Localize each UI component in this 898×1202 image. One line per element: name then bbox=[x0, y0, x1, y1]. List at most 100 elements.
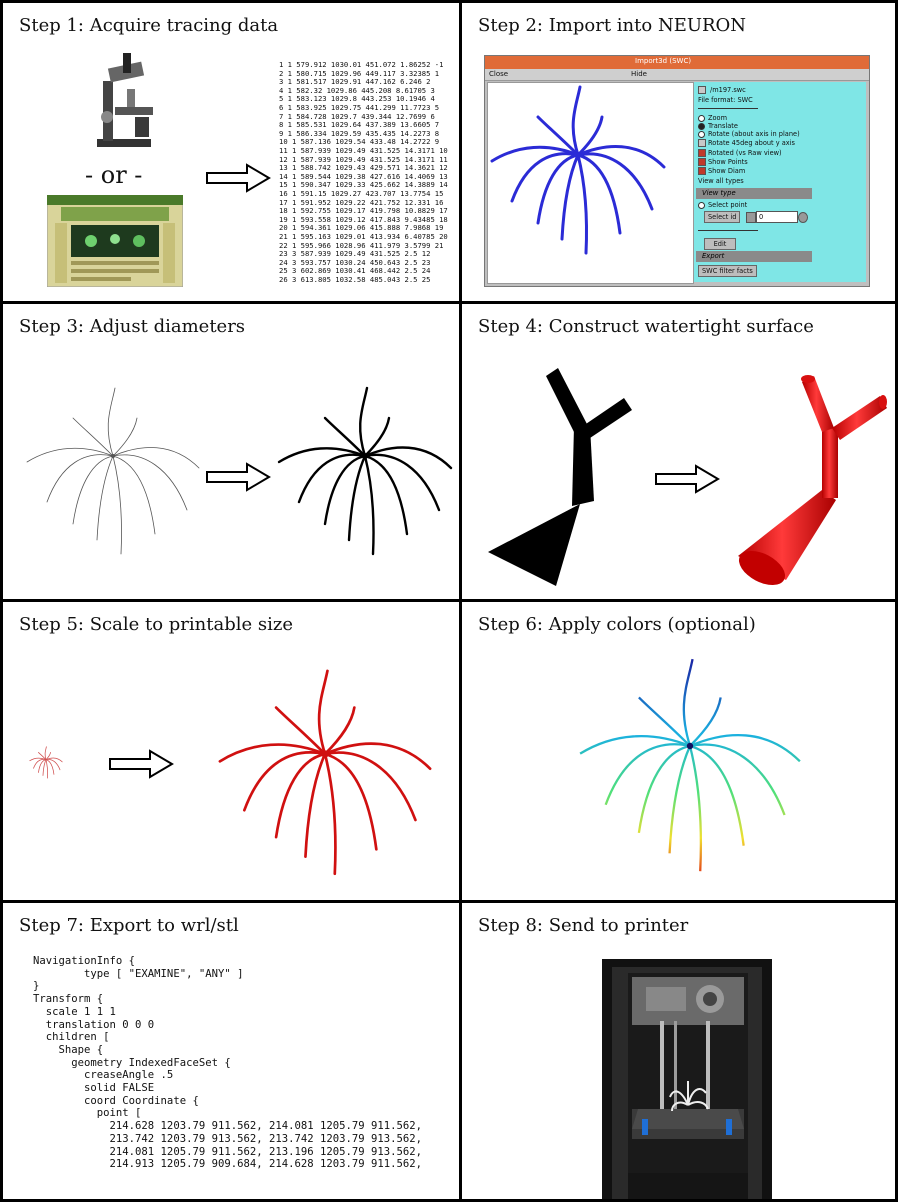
rotated-checkbox[interactable] bbox=[698, 149, 706, 157]
dendrite-branch bbox=[576, 152, 654, 211]
arrow-icon bbox=[206, 462, 271, 492]
dendrite-branch bbox=[72, 455, 114, 525]
view-all-types[interactable]: View all types bbox=[698, 177, 744, 185]
stepper-button[interactable] bbox=[746, 212, 756, 223]
swc-line: 20 1 594.361 1029.06 415.888 7.9868 19 bbox=[279, 223, 444, 233]
rotate-plane-label: Rotate (about axis in plane) bbox=[708, 130, 800, 138]
neuron-view-canvas[interactable] bbox=[487, 82, 694, 284]
id-stepper-icon[interactable] bbox=[798, 212, 808, 223]
dendrite-branch bbox=[297, 453, 367, 504]
dendrite-branch bbox=[323, 454, 367, 526]
dendrite-branch bbox=[323, 752, 378, 851]
dendrite-branch bbox=[42, 759, 47, 776]
code-line: 213.742 1203.79 913.562, 213.742 1203.79… bbox=[33, 1132, 423, 1145]
select-id-button[interactable]: Select id bbox=[704, 211, 741, 223]
file-name: /m197.swc bbox=[710, 86, 746, 94]
dendrite-branch bbox=[637, 744, 691, 834]
swc-line: 23 3 587.939 1029.49 431.525 2.5 12 bbox=[279, 249, 431, 259]
swc-line: 3 1 581.517 1029.91 447.162 6.246 2 bbox=[279, 77, 431, 87]
dendrite-branch bbox=[33, 758, 47, 769]
dendrite-branch bbox=[112, 417, 138, 457]
3d-printer-photo bbox=[602, 959, 772, 1199]
code-line: creaseAngle .5 bbox=[33, 1069, 174, 1082]
swc-line: 8 1 585.531 1029.64 437.389 13.6605 7 bbox=[279, 120, 440, 130]
dendrite-branch bbox=[363, 453, 441, 512]
panel-step-2: Step 2: Import into NEURON Import3d (SWC… bbox=[459, 0, 898, 304]
dendrite-branch bbox=[510, 152, 580, 203]
dendrite-branch bbox=[112, 454, 188, 511]
rotate-plane-radio[interactable] bbox=[698, 131, 705, 138]
menu-hide[interactable]: Hide bbox=[631, 70, 647, 78]
dendrite-branch bbox=[363, 454, 375, 556]
panel-step-6: Step 6: Apply colors (optional) bbox=[459, 599, 898, 903]
dendrite-branch bbox=[38, 752, 47, 760]
dendrite-branch bbox=[274, 706, 327, 756]
code-line: type [ "EXAMINE", "ANY" ] bbox=[33, 967, 244, 980]
menu-close[interactable]: Close bbox=[489, 70, 509, 78]
dendrite-branch bbox=[668, 745, 692, 854]
panel-title: Step 7: Export to wrl/stl bbox=[19, 915, 239, 936]
swc-filter-facts-button[interactable]: SWC filter facts bbox=[698, 265, 757, 277]
dendrite-branch bbox=[242, 751, 327, 812]
dendrite-branch bbox=[45, 759, 61, 771]
dendrite-branch bbox=[38, 759, 47, 773]
show-points-checkbox[interactable] bbox=[698, 158, 706, 166]
soma bbox=[575, 152, 581, 158]
swc-line: 5 1 583.123 1029.8 443.253 10.1946 4 bbox=[279, 94, 435, 104]
or-label: - or - bbox=[85, 161, 143, 189]
dendrite-branch bbox=[44, 746, 47, 760]
soma bbox=[362, 453, 368, 459]
dendrite-branch bbox=[274, 752, 327, 839]
dendrite-branch bbox=[323, 752, 337, 876]
code-line: geometry IndexedFaceSet { bbox=[33, 1056, 231, 1069]
swc-line: 17 1 591.952 1029.22 421.752 12.331 16 bbox=[279, 197, 444, 207]
divider bbox=[698, 230, 758, 231]
id-field[interactable]: 0 bbox=[756, 211, 798, 223]
dendrite-branch bbox=[576, 115, 604, 157]
dendrite-branch bbox=[112, 455, 122, 555]
swc-line: 13 1 588.742 1029.43 429.571 14.3621 12 bbox=[279, 163, 448, 173]
soma bbox=[111, 454, 115, 458]
file-checkbox[interactable] bbox=[698, 86, 706, 94]
dendrite-branch bbox=[682, 658, 694, 747]
panel-step-1: Step 1: Acquire tracing data - or - bbox=[0, 0, 462, 304]
view-type-bar[interactable]: View type bbox=[696, 188, 812, 199]
dendrite-branch bbox=[323, 742, 432, 771]
neuron-import-window: Import3d (SWC) Close Hide /m197.swc File… bbox=[484, 55, 870, 287]
dendrite-branch bbox=[45, 752, 51, 760]
show-points-label: Show Points bbox=[708, 158, 748, 166]
rotate-45-button[interactable] bbox=[698, 139, 706, 147]
dendrite-branch bbox=[323, 416, 367, 458]
dendrite-branch bbox=[317, 669, 329, 756]
dendrite-branch bbox=[323, 706, 356, 756]
swc-line: 4 1 582.32 1029.86 445.208 8.61705 3 bbox=[279, 85, 435, 95]
export-bar[interactable]: Export bbox=[696, 251, 812, 262]
dendrite-branch bbox=[358, 386, 369, 458]
code-line: } bbox=[33, 980, 40, 993]
code-line: 214.913 1205.79 909.684, 214.628 1203.79… bbox=[33, 1158, 423, 1171]
dendrite-branch bbox=[689, 734, 801, 763]
colored-neuron bbox=[579, 658, 801, 872]
panel-step-8: Step 8: Send to printer bbox=[459, 900, 898, 1202]
translate-radio[interactable] bbox=[698, 123, 705, 130]
dendrite-branch bbox=[277, 447, 367, 464]
arrow-icon bbox=[109, 749, 174, 779]
panel-title: Step 8: Send to printer bbox=[478, 915, 689, 936]
soma bbox=[686, 742, 694, 750]
panel-step-3: Step 3: Adjust diameters bbox=[0, 301, 462, 602]
select-point-radio[interactable] bbox=[698, 202, 705, 209]
neuromorpho-website-icon bbox=[47, 195, 183, 287]
show-diam-checkbox[interactable] bbox=[698, 167, 706, 175]
swc-line: 6 1 583.925 1029.75 441.299 11.7723 5 bbox=[279, 103, 440, 112]
dendrite-branch bbox=[363, 454, 409, 536]
code-line: translation 0 0 0 bbox=[33, 1018, 155, 1031]
edit-button[interactable]: Edit bbox=[704, 238, 736, 250]
code-line: Shape { bbox=[33, 1043, 104, 1056]
panel-title: Step 1: Acquire tracing data bbox=[19, 15, 279, 36]
vrml-code-listing: NavigationInfo { type [ "EXAMINE", "ANY"… bbox=[33, 955, 459, 1199]
code-line: NavigationInfo { bbox=[33, 955, 136, 967]
code-line: children [ bbox=[33, 1031, 110, 1044]
zoom-radio[interactable] bbox=[698, 115, 705, 122]
code-line: coord Coordinate { bbox=[33, 1094, 199, 1107]
